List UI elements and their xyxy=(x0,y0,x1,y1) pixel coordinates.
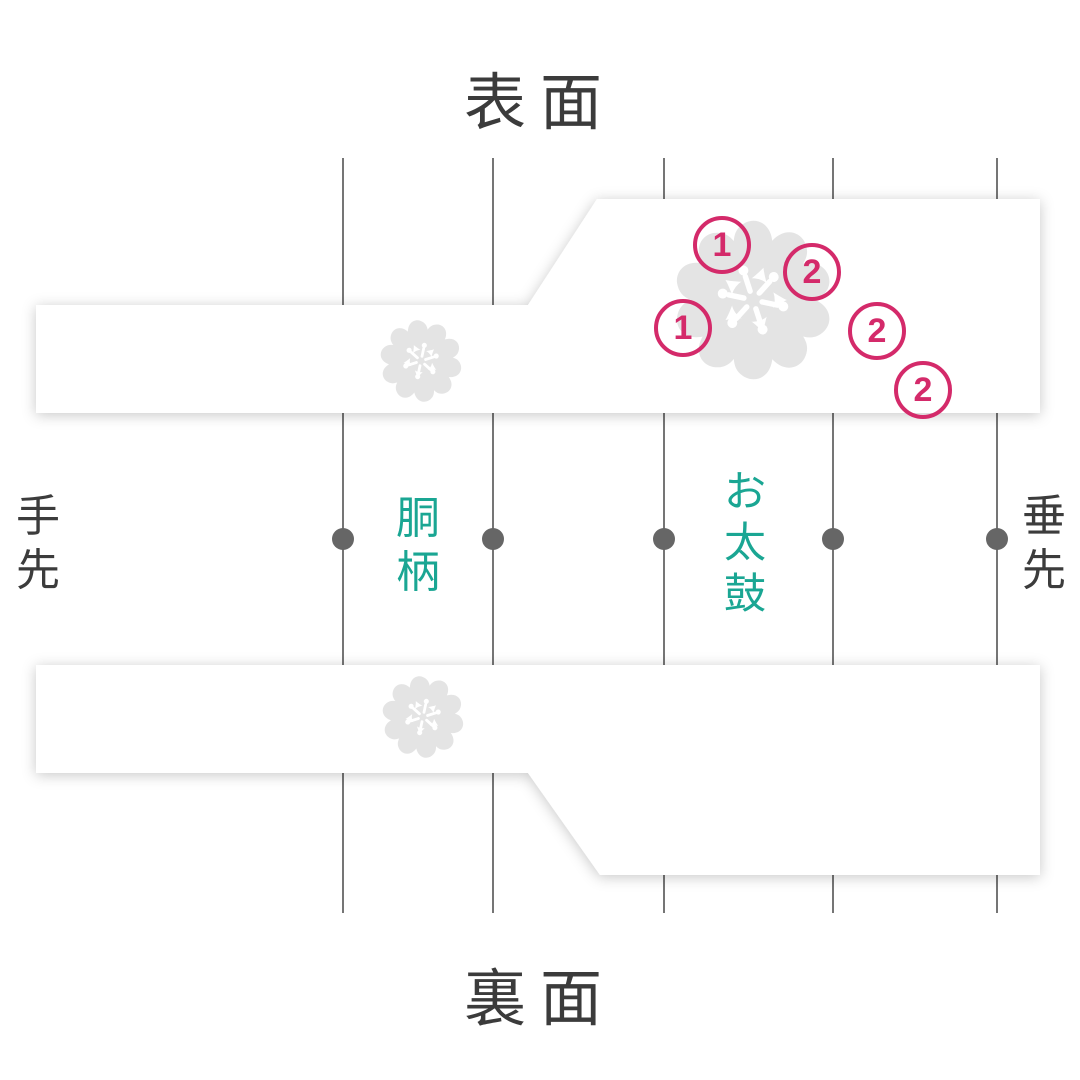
guide-dot xyxy=(822,528,844,550)
fold-marker-badge: 2 xyxy=(783,243,841,301)
fold-marker-badge: 1 xyxy=(654,299,712,357)
fold-marker-number: 1 xyxy=(673,308,693,347)
fold-marker-badge: 2 xyxy=(848,302,906,360)
otaiko-section-label: お太鼓 xyxy=(724,470,767,619)
fold-marker-number: 2 xyxy=(867,311,887,350)
guide-dot xyxy=(986,528,1008,550)
fold-marker-number: 2 xyxy=(802,252,822,291)
dougara-section-label: 胴柄 xyxy=(396,494,440,597)
guide-dots xyxy=(332,528,1008,550)
taresaki-label: 垂先 xyxy=(1022,492,1066,595)
tesaki-label: 手先 xyxy=(16,492,60,595)
guide-dot xyxy=(332,528,354,550)
guide-dot xyxy=(482,528,504,550)
fold-marker-badge: 2 xyxy=(894,361,952,419)
obi-band-back xyxy=(36,665,1040,875)
fold-marker-number: 2 xyxy=(913,370,933,409)
front-surface-title: 表面 xyxy=(463,70,616,138)
back-surface-title: 裏面 xyxy=(463,966,616,1034)
guide-dot xyxy=(653,528,675,550)
fold-marker-badge: 1 xyxy=(693,216,751,274)
fold-marker-number: 1 xyxy=(712,225,732,264)
